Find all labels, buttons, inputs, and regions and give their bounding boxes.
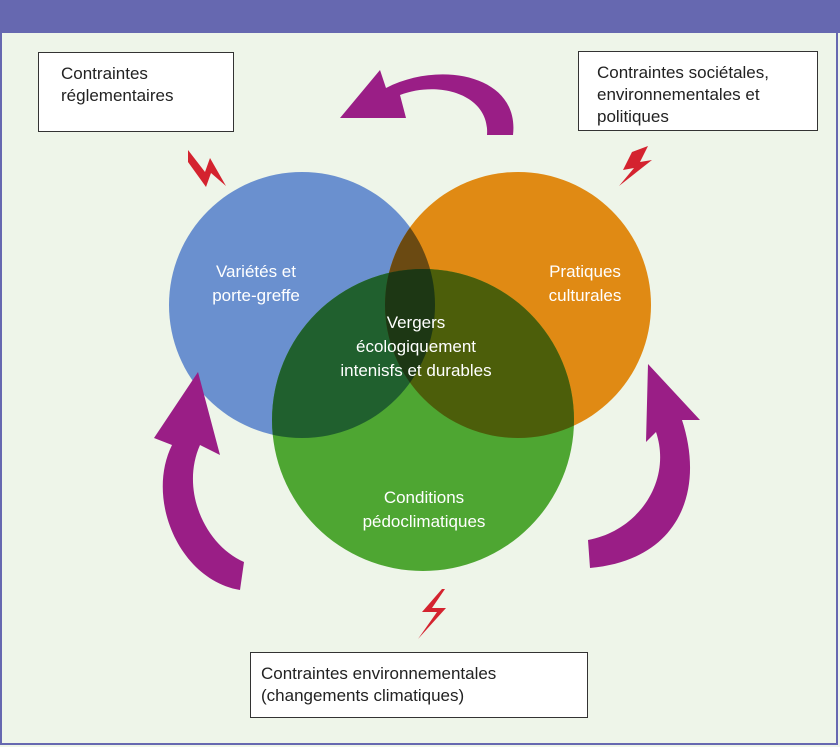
box-environmental-constraints: Contraintes environnementales (changemen… bbox=[250, 652, 588, 718]
box-environmental-line2: (changements climatiques) bbox=[261, 686, 465, 705]
arrow-top bbox=[340, 70, 514, 135]
label-center-line1: Vergers bbox=[387, 313, 446, 332]
label-practices-line1: Pratiques bbox=[549, 262, 621, 281]
label-conditions-line1: Conditions bbox=[384, 488, 464, 507]
diagram-frame bbox=[0, 33, 838, 745]
label-varieties-line2: porte-greffe bbox=[212, 286, 300, 305]
box-societal-line1: Contraintes sociétales, bbox=[597, 63, 769, 82]
arrow-right bbox=[588, 364, 700, 568]
box-environmental-line1: Contraintes environnementales bbox=[261, 664, 497, 683]
arrow-left bbox=[154, 372, 244, 590]
label-center-line3: intenisfs et durables bbox=[340, 361, 491, 380]
lightning-icon-environmental bbox=[418, 589, 446, 639]
box-societal-line2: environnementales et bbox=[597, 85, 760, 104]
label-conditions-line2: pédoclimatiques bbox=[363, 512, 486, 531]
label-varieties-line1: Variétés et bbox=[216, 262, 296, 281]
box-regulatory-line2: réglementaires bbox=[61, 86, 174, 105]
lightning-icon-societal bbox=[619, 146, 652, 186]
header-bar bbox=[0, 0, 840, 33]
label-practices-line2: culturales bbox=[549, 286, 622, 305]
box-societal-line3: politiques bbox=[597, 107, 669, 126]
box-societal-constraints: Contraintes sociétales, environnementale… bbox=[578, 51, 818, 131]
box-regulatory-constraints: Contraintes réglementaires bbox=[38, 52, 234, 132]
box-regulatory-line1: Contraintes bbox=[61, 64, 148, 83]
label-center-line2: écologiquement bbox=[356, 337, 476, 356]
lightning-icon-regulatory bbox=[188, 150, 226, 187]
